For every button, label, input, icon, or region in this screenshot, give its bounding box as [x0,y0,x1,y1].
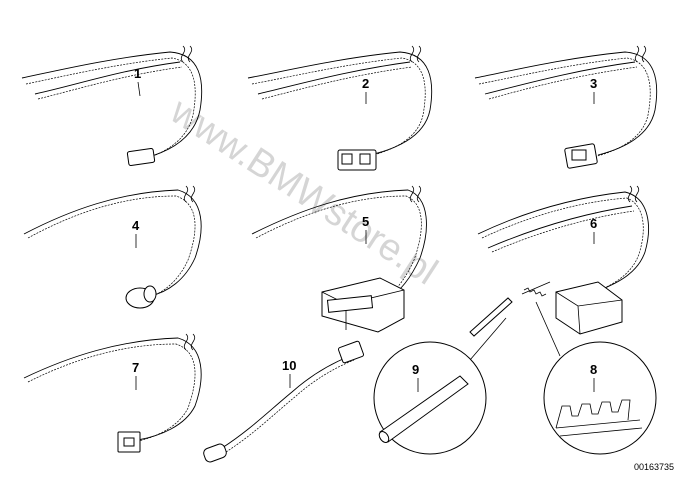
part-2-harness: 2 [247,45,433,171]
part-10-adapter: 10 [203,340,365,463]
part-4-harness: 4 [23,185,202,309]
callout-1: 1 [134,66,141,81]
callout-8: 8 [590,362,597,377]
part-3-harness: 3 [474,45,658,169]
watermark-text: www.BMWstore.pl [162,90,444,294]
part-8-detail: 8 [535,301,657,455]
callout-5: 5 [362,214,369,229]
part-1-harness: 1 [21,45,203,166]
part-5-harness: 5 [251,185,427,333]
part-6-harness: 6 [477,185,649,335]
callout-2: 2 [362,76,369,91]
callout-4: 4 [132,218,140,233]
loose-parts [469,281,551,337]
callout-10: 10 [282,358,296,373]
part-9-detail: 9 [373,317,507,455]
callout-7: 7 [132,360,139,375]
callout-9: 9 [412,362,419,377]
callout-6: 6 [590,216,597,231]
diagram-number: 00163735 [634,462,674,472]
part-7-harness: 7 [23,333,202,453]
callout-3: 3 [590,76,597,91]
